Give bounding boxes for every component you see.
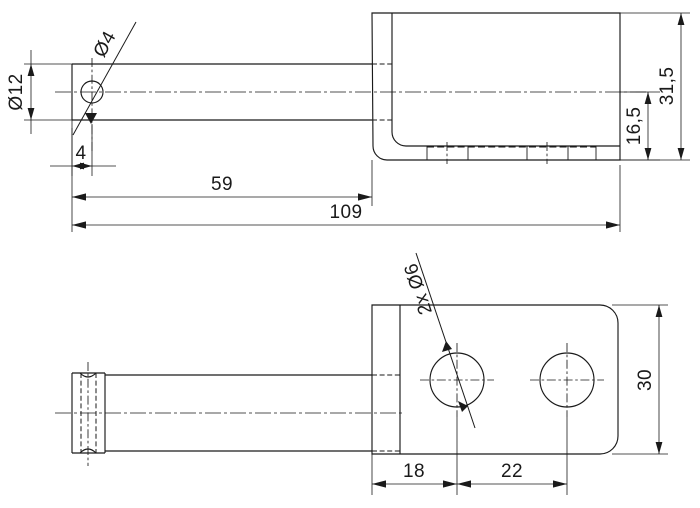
dim-18-text: 18 bbox=[403, 461, 425, 482]
dia4-hole-circle bbox=[80, 80, 104, 104]
dim-length109: 109 bbox=[71, 165, 621, 232]
shaft-barrel-plan bbox=[105, 374, 372, 452]
bracket-outline-elevation bbox=[371, 12, 621, 161]
hole-2-dia6 bbox=[530, 343, 604, 417]
hole-1-dia6 bbox=[420, 343, 494, 417]
dim-offset4-text: 4 bbox=[76, 143, 87, 164]
flange-hole-detail-elevation bbox=[426, 142, 597, 164]
dim-length59-text: 59 bbox=[211, 174, 233, 195]
dim-22: 22 bbox=[457, 417, 568, 495]
dim-height16-5-text: 16,5 bbox=[624, 107, 645, 146]
dim-dia12-text: Ø12 bbox=[6, 73, 27, 110]
dim-22-text: 22 bbox=[501, 461, 523, 482]
flange-plate-outline-plan bbox=[371, 304, 619, 455]
dim-height31-5: 31,5 bbox=[620, 12, 690, 161]
dim-length109-text: 109 bbox=[330, 202, 363, 223]
dim-30-text: 30 bbox=[635, 369, 656, 391]
dim-18: 18 bbox=[371, 417, 458, 495]
shaft-outline-elevation bbox=[71, 63, 372, 121]
dim-height31-5-text: 31,5 bbox=[657, 67, 678, 106]
dim-dia12: Ø12 bbox=[6, 50, 72, 134]
shaft-hidden-edges-plan bbox=[372, 374, 400, 452]
shaft-hidden-edges-elevation bbox=[372, 63, 392, 121]
dim-length59: 59 bbox=[71, 128, 373, 206]
dim-30: 30 bbox=[612, 304, 668, 455]
